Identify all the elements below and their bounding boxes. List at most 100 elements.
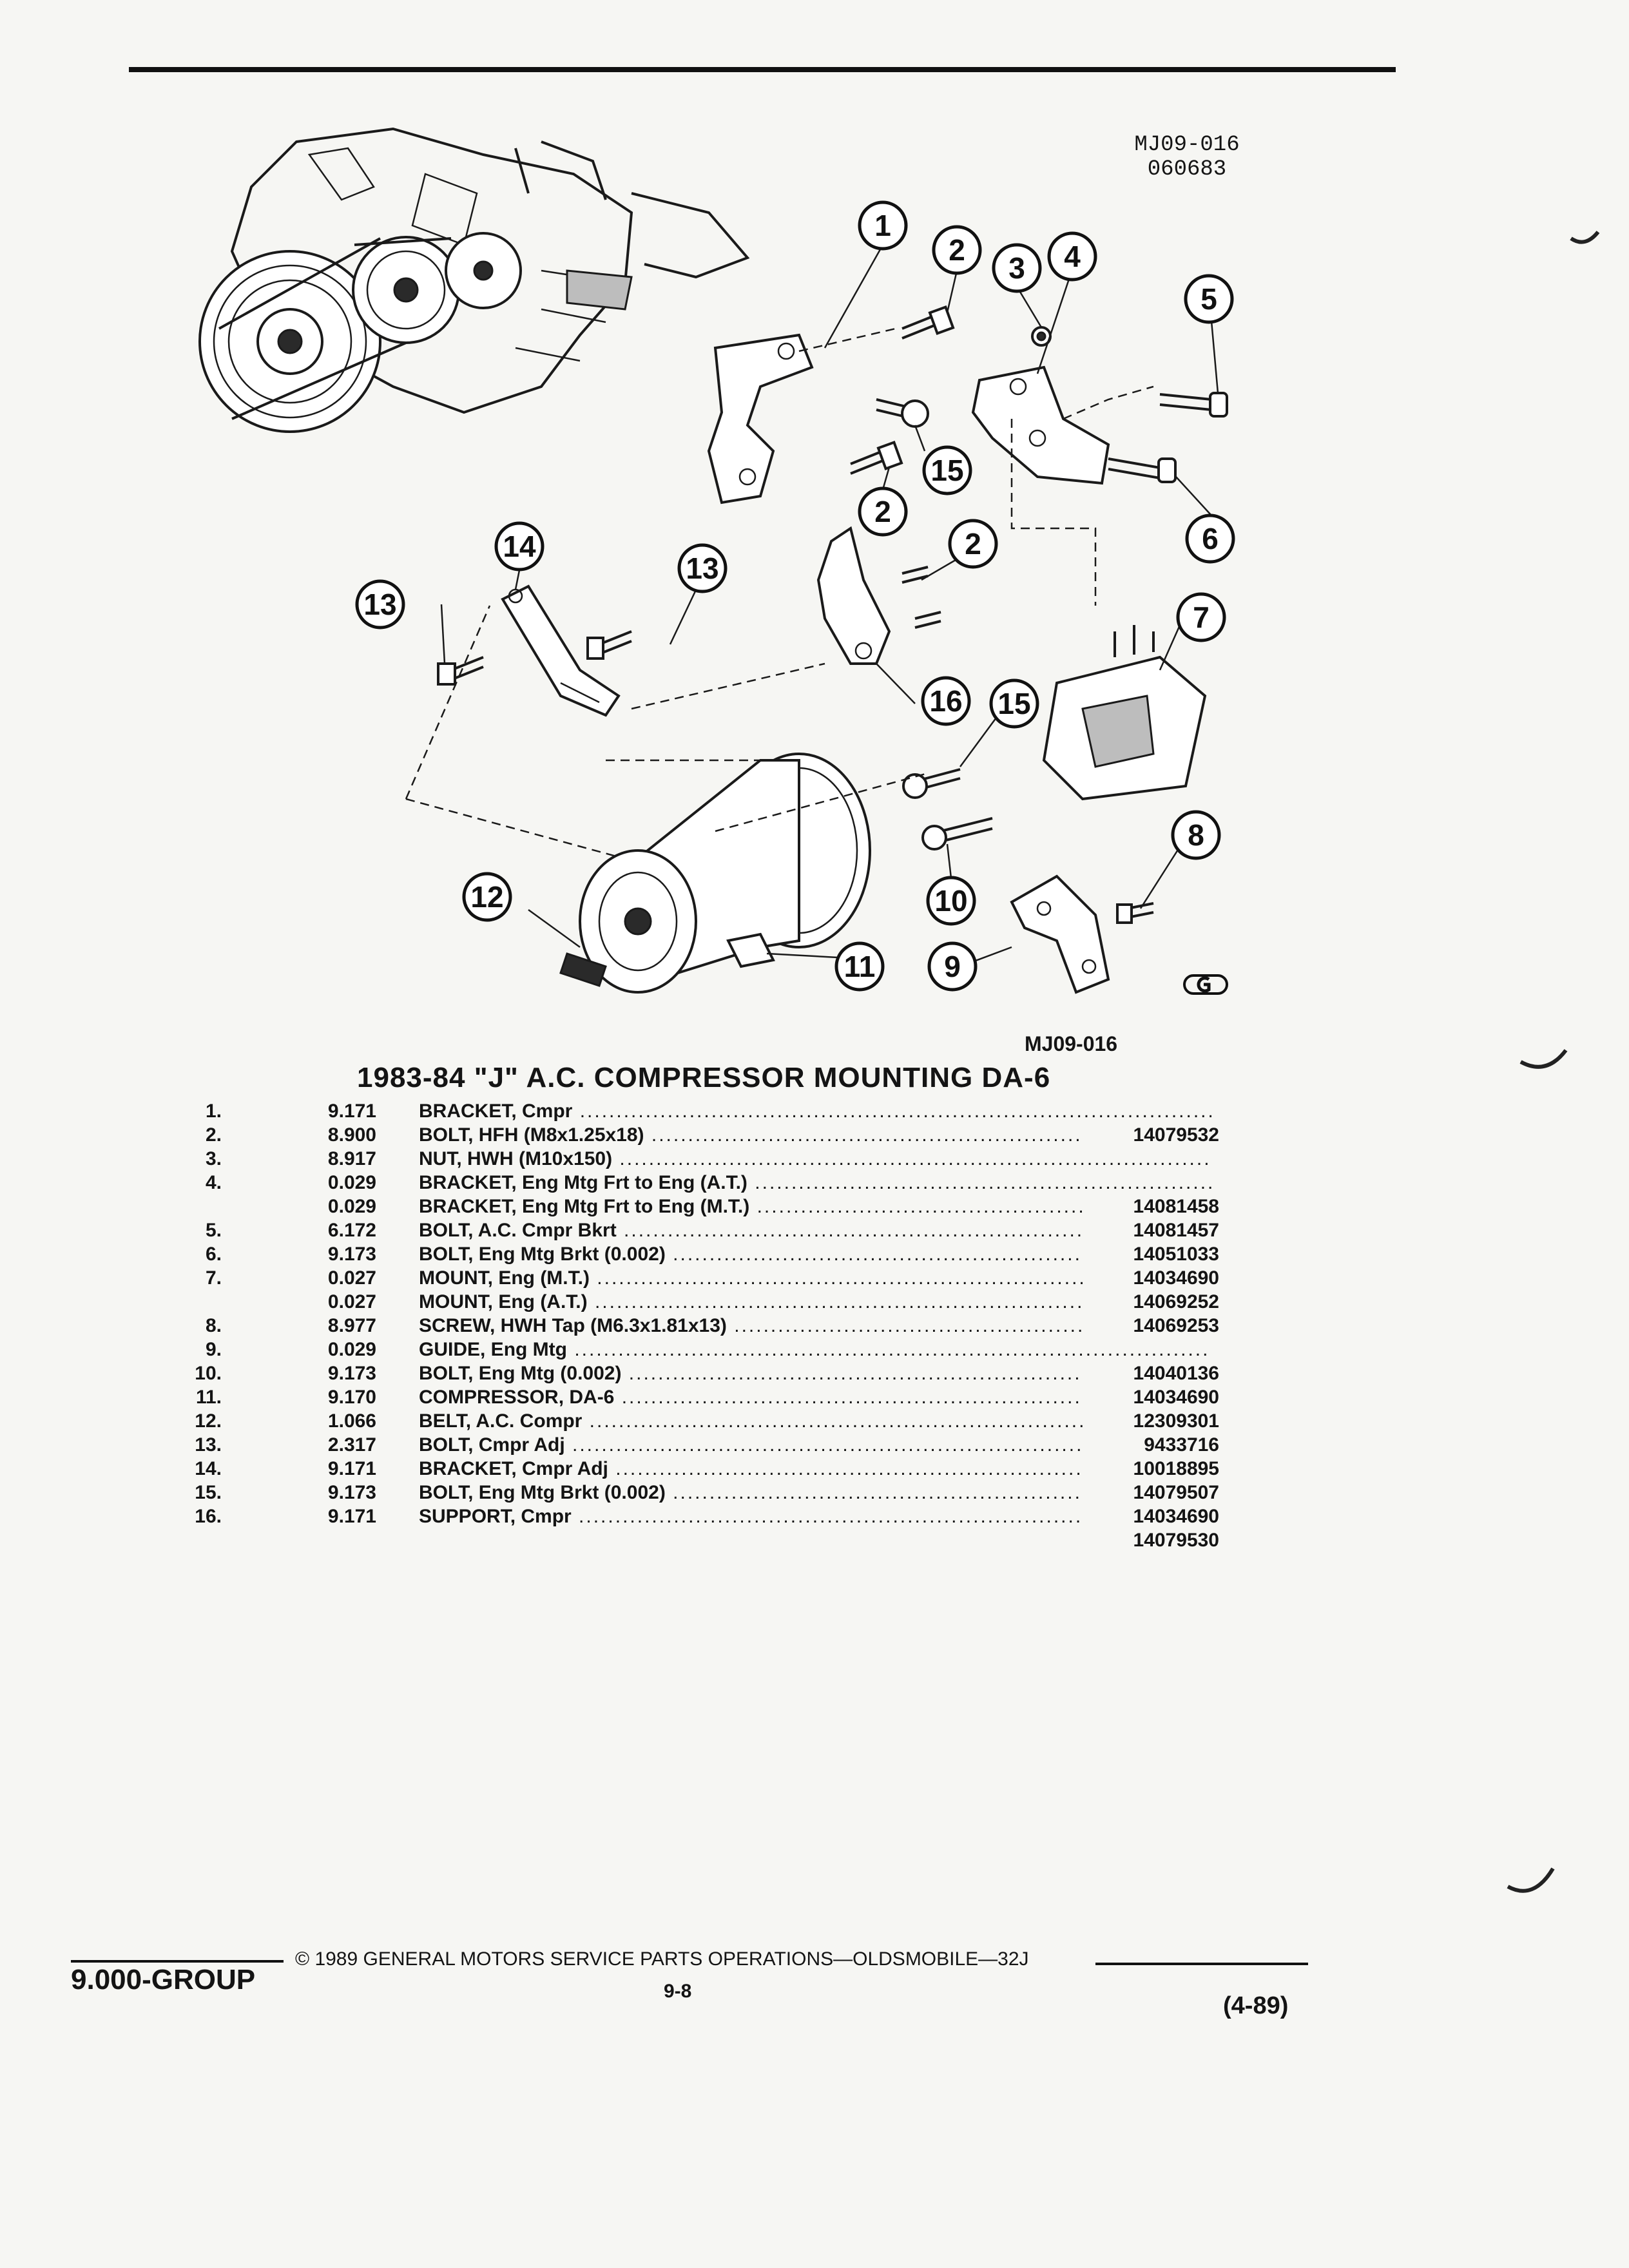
callout-6: 6 (1185, 514, 1235, 564)
svg-text:13: 13 (686, 552, 718, 585)
part-group-code: 9.171 (327, 1506, 376, 1527)
figure-id: MJ09-016 060683 (1110, 133, 1264, 182)
part-description: BELT, A.C. Compr (419, 1410, 1211, 1432)
part-description: BOLT, A.C. Cmpr Bkrt (419, 1220, 1211, 1242)
svg-text:10: 10 (934, 884, 967, 918)
adjusting-bracket-illustration (405, 584, 632, 858)
part-group-code: 9.171 (327, 1458, 376, 1479)
part-description: BRACKET, Eng Mtg Frt to Eng (M.T.) (419, 1196, 1211, 1218)
part-group-code: 2.317 (327, 1434, 376, 1456)
part-number-index: 3. (205, 1148, 222, 1169)
footer-copyright: © 1989 GENERAL MOTORS SERVICE PARTS OPER… (295, 1948, 1029, 1970)
part-number-index: 8. (205, 1315, 222, 1336)
part-description: GUIDE, Eng Mtg (419, 1339, 1211, 1361)
engine-mount-bracket-illustration (971, 365, 1154, 606)
part-number-index: 11. (195, 1387, 222, 1408)
callout-13-left: 13 (355, 579, 405, 629)
part-number: 14081458 (1083, 1196, 1219, 1218)
part-description: MOUNT, Eng (M.T.) (419, 1267, 1211, 1289)
part-number: 14069253 (1083, 1315, 1219, 1337)
part-number-index: 7. (205, 1267, 222, 1289)
part-group-code: 1.066 (327, 1410, 376, 1432)
part-description: BRACKET, Cmpr (419, 1100, 1211, 1122)
part-group-code: 0.029 (327, 1172, 376, 1193)
gm-service-parts-logo-icon (1183, 974, 1228, 995)
part-description: BOLT, Eng Mtg (0.002) (419, 1363, 1211, 1385)
svg-text:9: 9 (944, 950, 961, 983)
part-number: 14069252 (1083, 1291, 1219, 1313)
callout-10: 10 (926, 876, 976, 926)
svg-text:11: 11 (844, 950, 876, 983)
figure-caption-id: MJ09-016 (1025, 1032, 1118, 1055)
compressor-support-illustration (606, 526, 941, 762)
part-number-index: 5. (205, 1220, 222, 1241)
parts-list-row: 4. 0.029 BRACKET, Eng Mtg Frt to Eng (A.T.… (180, 1172, 1211, 1196)
page-title: 1983-84 "J" A.C. COMPRESSOR MOUNTING DA-… (357, 1062, 1051, 1093)
part-number: 14034690 (1083, 1506, 1219, 1528)
callout-11: 11 (834, 941, 885, 992)
part-description: BRACKET, Cmpr Adj (419, 1458, 1211, 1480)
part-description: BOLT, Cmpr Adj (419, 1434, 1211, 1456)
part-description: MOUNT, Eng (A.T.) (419, 1291, 1211, 1313)
part-number-index: 12. (195, 1410, 222, 1432)
footer-rule-right (1095, 1963, 1308, 1965)
svg-text:2: 2 (874, 495, 891, 528)
part-number: 10018895 (1083, 1458, 1219, 1480)
part-group-code: 8.917 (327, 1148, 376, 1169)
exploded-parts-diagram: 1 2 3 4 5 2 15 6 2 14 13 13 16 15 7 8 10… (198, 127, 1235, 994)
footer-page-number: 9-8 (664, 1981, 692, 2002)
part-description: BOLT, HFH (M8x1.25x18) (419, 1124, 1211, 1146)
part-description: SCREW, HWH Tap (M6.3x1.81x13) (419, 1315, 1211, 1337)
part-group-code: 9.170 (327, 1387, 376, 1408)
part-number: 9433716 (1083, 1434, 1219, 1456)
svg-text:8: 8 (1188, 818, 1204, 852)
part-group-code: 0.027 (327, 1291, 376, 1312)
svg-text:14: 14 (503, 530, 536, 563)
svg-text:6: 6 (1202, 522, 1219, 555)
parts-list-row: 13. 2.317 BOLT, Cmpr Adj9433716 (180, 1434, 1219, 1458)
callout-9: 9 (927, 941, 978, 992)
footer-group: 9.000-GROUP (71, 1964, 256, 1995)
part-number: 14051033 (1083, 1244, 1219, 1265)
parts-list-row: 1. 9.171 BRACKET, Cmpr (180, 1100, 1211, 1124)
figure-id-line-1: MJ09-016 (1134, 133, 1240, 157)
parts-list-row: 5. 6.172 BOLT, A.C. Cmpr Bkrt14081457 (180, 1220, 1219, 1244)
part-number-index: 9. (205, 1339, 222, 1360)
part-number: 14034690 (1083, 1387, 1219, 1408)
callout-15-lower: 15 (989, 678, 1039, 729)
part-number: 14079507 (1083, 1482, 1219, 1504)
part-number-index: 1. (205, 1100, 222, 1122)
callout-4: 4 (1047, 231, 1097, 282)
callout-3: 3 (992, 243, 1042, 293)
svg-text:2: 2 (949, 233, 965, 267)
part-description: BOLT, Eng Mtg Brkt (0.002) (419, 1244, 1211, 1265)
part-group-code: 9.171 (327, 1100, 376, 1122)
part-number-index: 13. (195, 1434, 222, 1456)
part-description: NUT, HWH (M10x150) (419, 1148, 1211, 1170)
part-number: 14034690 (1083, 1267, 1219, 1289)
bolt-illustrations (850, 305, 1228, 483)
svg-text:4: 4 (1064, 240, 1081, 273)
callout-5: 5 (1184, 274, 1234, 324)
part-number: 14081457 (1083, 1220, 1219, 1242)
part-number-index: 6. (205, 1244, 222, 1265)
part-number-index: 14. (195, 1458, 222, 1479)
part-group-code: 6.172 (327, 1220, 376, 1241)
part-number-index: 4. (205, 1172, 222, 1193)
part-number-index: 15. (195, 1482, 222, 1503)
part-group-code: 0.029 (327, 1339, 376, 1360)
part-group-code: 9.173 (327, 1482, 376, 1503)
svg-text:15: 15 (998, 687, 1030, 720)
svg-text:16: 16 (929, 684, 962, 718)
part-description: BRACKET, Eng Mtg Frt to Eng (A.T.) (419, 1172, 1211, 1194)
footer-rule-left (71, 1960, 284, 1963)
engine-mount-guide-illustration (1010, 874, 1154, 994)
